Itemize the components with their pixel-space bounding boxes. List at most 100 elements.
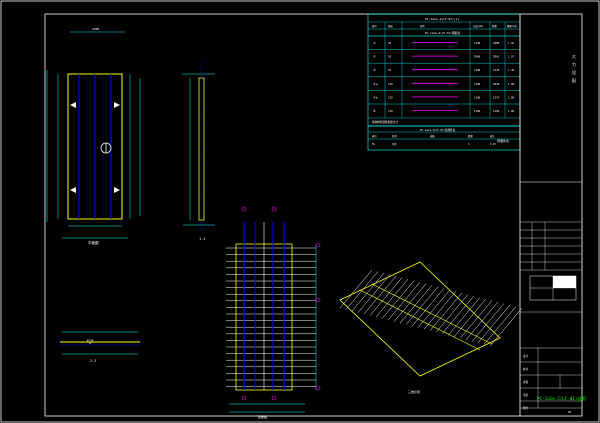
- table-header: 数量: [492, 24, 497, 28]
- page-number: 01: [568, 410, 572, 414]
- iso-bar: [471, 303, 505, 342]
- vertical-title: 大力设配: [572, 53, 576, 83]
- table-header: 重量(kg): [507, 24, 518, 28]
- row-spec: C10: [388, 82, 393, 86]
- iso-bar: [411, 288, 445, 327]
- row-length: 1180: [474, 41, 481, 45]
- iso-bar: [351, 272, 385, 312]
- plan-top-dim: 1000: [92, 27, 99, 31]
- row-spec: C10: [388, 109, 393, 113]
- row-id: ③: [373, 68, 376, 72]
- row-spec: C8: [388, 41, 392, 45]
- row-id: ②: [373, 55, 376, 59]
- row-length: 1180: [474, 109, 481, 113]
- row-spec: C10: [388, 95, 393, 99]
- side-view: 1-1: [182, 62, 215, 241]
- iso-bar: [417, 289, 451, 328]
- embed-cell: 4: [468, 143, 470, 146]
- row-weight: 1.40: [508, 68, 515, 72]
- rebar-schedule-table: PC-1a1a-2(LF-01)(1) PC-1a1a-2(LF-01)钢筋表 …: [367, 13, 521, 127]
- table-header: 形状: [420, 24, 425, 28]
- title-field-label: 图号: [523, 406, 529, 410]
- table-subtitle: PC-1a1a-2(LF-01)钢筋表: [425, 31, 461, 35]
- title-field-label: 审核: [523, 380, 529, 384]
- iso-bar: [465, 301, 499, 341]
- row-length: 1180: [474, 95, 481, 99]
- plan-view: 1000 平面图: [46, 27, 141, 245]
- iso-slab: [339, 261, 501, 377]
- iso-bar: [381, 280, 415, 319]
- embed-cell: 吊件: [392, 142, 397, 146]
- title-field-label: 设计: [523, 354, 529, 358]
- section-view-label: 2-2: [90, 359, 96, 363]
- iso-bar: [489, 307, 523, 347]
- iso-bar: [459, 300, 493, 339]
- row-weight: 1.55: [508, 41, 515, 45]
- table-header: 编号: [372, 24, 377, 28]
- title-field-label: 审定: [523, 393, 529, 397]
- row-qty: 1430: [493, 68, 500, 72]
- rebar-view-label: 配筋图: [258, 414, 267, 419]
- embed-header: 名称: [392, 134, 397, 138]
- row-weight: 1.80: [508, 109, 515, 113]
- table-header: 规格: [388, 24, 393, 28]
- embed-side-text: 预埋件表: [497, 138, 509, 143]
- iso-bar: [447, 297, 481, 336]
- section-view: 2-2: [60, 331, 140, 363]
- iso-bar: [399, 285, 433, 324]
- embed-header: 备注: [490, 134, 495, 138]
- title-field-label: 校对: [523, 367, 529, 371]
- iso-view-label: 三维示意: [408, 389, 420, 394]
- iso-bar: [375, 278, 409, 318]
- iso-bar: [357, 274, 391, 313]
- iso-bar: [387, 281, 421, 321]
- iso-bar: [339, 269, 373, 309]
- embed-header: 规格: [430, 134, 435, 138]
- embed-table-title: PC-1a1a-2(LF-01)预埋件表: [420, 128, 456, 132]
- iso-bar: [369, 277, 403, 316]
- embed-cell: 4.25: [490, 143, 496, 146]
- iso-bar: [477, 304, 511, 344]
- iso-bar: [429, 292, 463, 331]
- table-note: 预制构件钢筋重量合计: [372, 120, 398, 124]
- row-spec: C8: [388, 55, 392, 59]
- drawing-number: PC-1a1a-2(LF-01)详图: [537, 395, 586, 402]
- row-weight: 1.57: [508, 55, 515, 59]
- iso-bar: [435, 294, 469, 333]
- rebar-view: 配筋图: [226, 206, 321, 419]
- row-id: ④b: [373, 95, 378, 99]
- iso-bar: [453, 298, 487, 338]
- table-header: 长度(mm): [473, 24, 484, 28]
- row-qty: 1270: [493, 95, 500, 99]
- iso-bar: [441, 295, 475, 335]
- embed-header: 编号: [372, 134, 377, 138]
- row-qty: 2963: [493, 55, 500, 59]
- row-id: ①: [373, 41, 376, 45]
- row-id: ④a: [373, 82, 378, 86]
- embed-cell: M1: [372, 143, 375, 146]
- iso-bar: [483, 306, 517, 345]
- iso-view: 三维示意: [339, 261, 523, 394]
- embed-table: PC-1a1a-2(LF-01)预埋件表 编号 名称 规格 数量 备注 M1 吊件 4 4.2…: [367, 125, 521, 151]
- embed-header: 数量: [468, 134, 473, 138]
- row-weight: 1.80: [508, 95, 515, 99]
- plan-view-label: 平面图: [88, 240, 99, 245]
- row-weight: 1.80: [508, 82, 515, 86]
- inner-frame: [44, 13, 583, 417]
- row-id: ⑤: [373, 109, 376, 113]
- iso-bar: [345, 271, 379, 310]
- row-spec: C8: [388, 68, 392, 72]
- iso-bar: [363, 275, 397, 315]
- side-view-label: 1-1: [199, 237, 205, 241]
- iso-bar: [405, 286, 439, 325]
- row-qty: 2840: [493, 82, 500, 86]
- iso-bar: [423, 291, 457, 330]
- row-length: 2960: [474, 55, 481, 59]
- row-length: 1180: [474, 82, 481, 86]
- table-title: PC-1a1a-2(LF-01)(1): [425, 17, 460, 21]
- row-qty: 2988: [493, 41, 500, 45]
- row-length: 1180: [474, 68, 481, 72]
